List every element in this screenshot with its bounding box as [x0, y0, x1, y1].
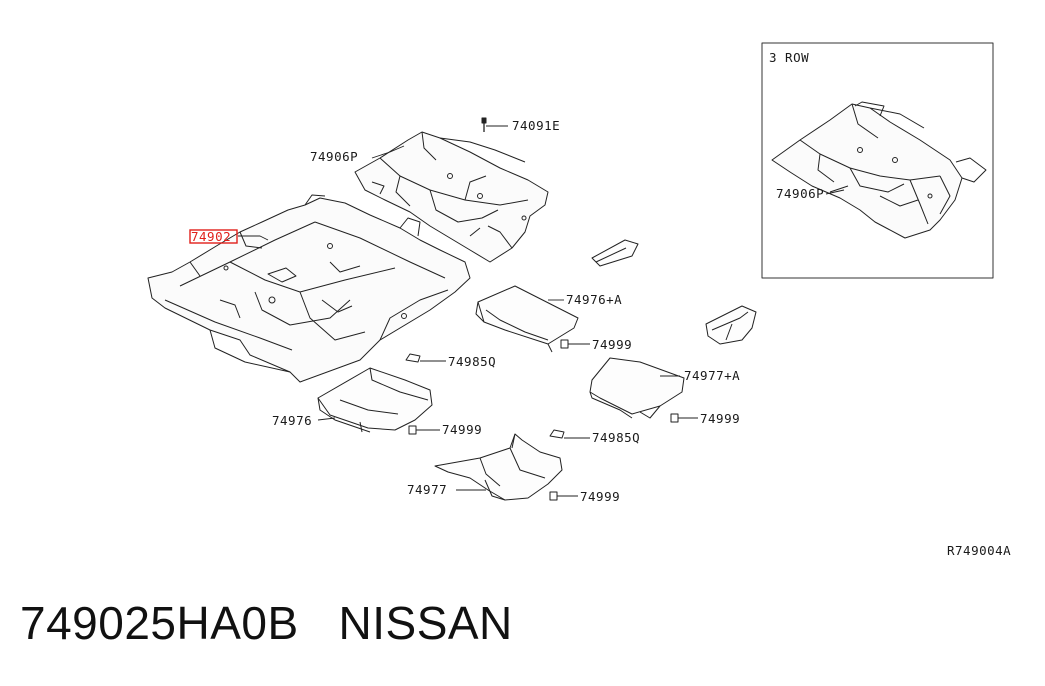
inset-third-row-carpet — [771, 101, 987, 239]
inset-callout-74906P: 74906P — [776, 186, 824, 201]
part-number-title: 749025HA0B NISSAN — [20, 596, 513, 650]
leader-lines — [238, 125, 698, 497]
callout-74906P: 74906P — [310, 149, 358, 164]
callout-74985Q-a: 74985Q — [448, 354, 496, 369]
callout-74999-a: 74999 — [592, 337, 632, 352]
floor-mat-74976A — [475, 285, 579, 353]
reference-code: R749004A — [947, 543, 1012, 558]
inset-title: 3 ROW — [769, 50, 809, 65]
floor-mat-74977A — [589, 357, 685, 419]
callout-74999-d: 74999 — [580, 489, 620, 504]
trim-piece-right — [705, 305, 757, 345]
trim-piece-upper — [591, 239, 639, 267]
callout-74999-b: 74999 — [442, 422, 482, 437]
callout-74985Q-b: 74985Q — [592, 430, 640, 445]
callout-74902-highlighted: 74902 — [191, 229, 231, 244]
callout-labels: 74091E 74906P 74902 74976+A 74999 74985Q… — [191, 50, 824, 504]
callout-74999-c: 74999 — [700, 411, 740, 426]
callout-74977: 74977 — [407, 482, 447, 497]
highlight-box — [189, 229, 238, 244]
brand-name: NISSAN — [338, 597, 513, 649]
floor-mat-74977 — [434, 433, 563, 501]
main-floor-carpet — [147, 194, 471, 383]
callout-74976A: 74976+A — [566, 292, 622, 307]
part-number: 749025HA0B — [20, 597, 299, 649]
rear-floor-carpet — [354, 117, 549, 263]
callout-74976: 74976 — [272, 413, 312, 428]
floor-mat-74976 — [317, 367, 433, 433]
callout-74977A: 74977+A — [684, 368, 740, 383]
callout-74091E: 74091E — [512, 118, 560, 133]
